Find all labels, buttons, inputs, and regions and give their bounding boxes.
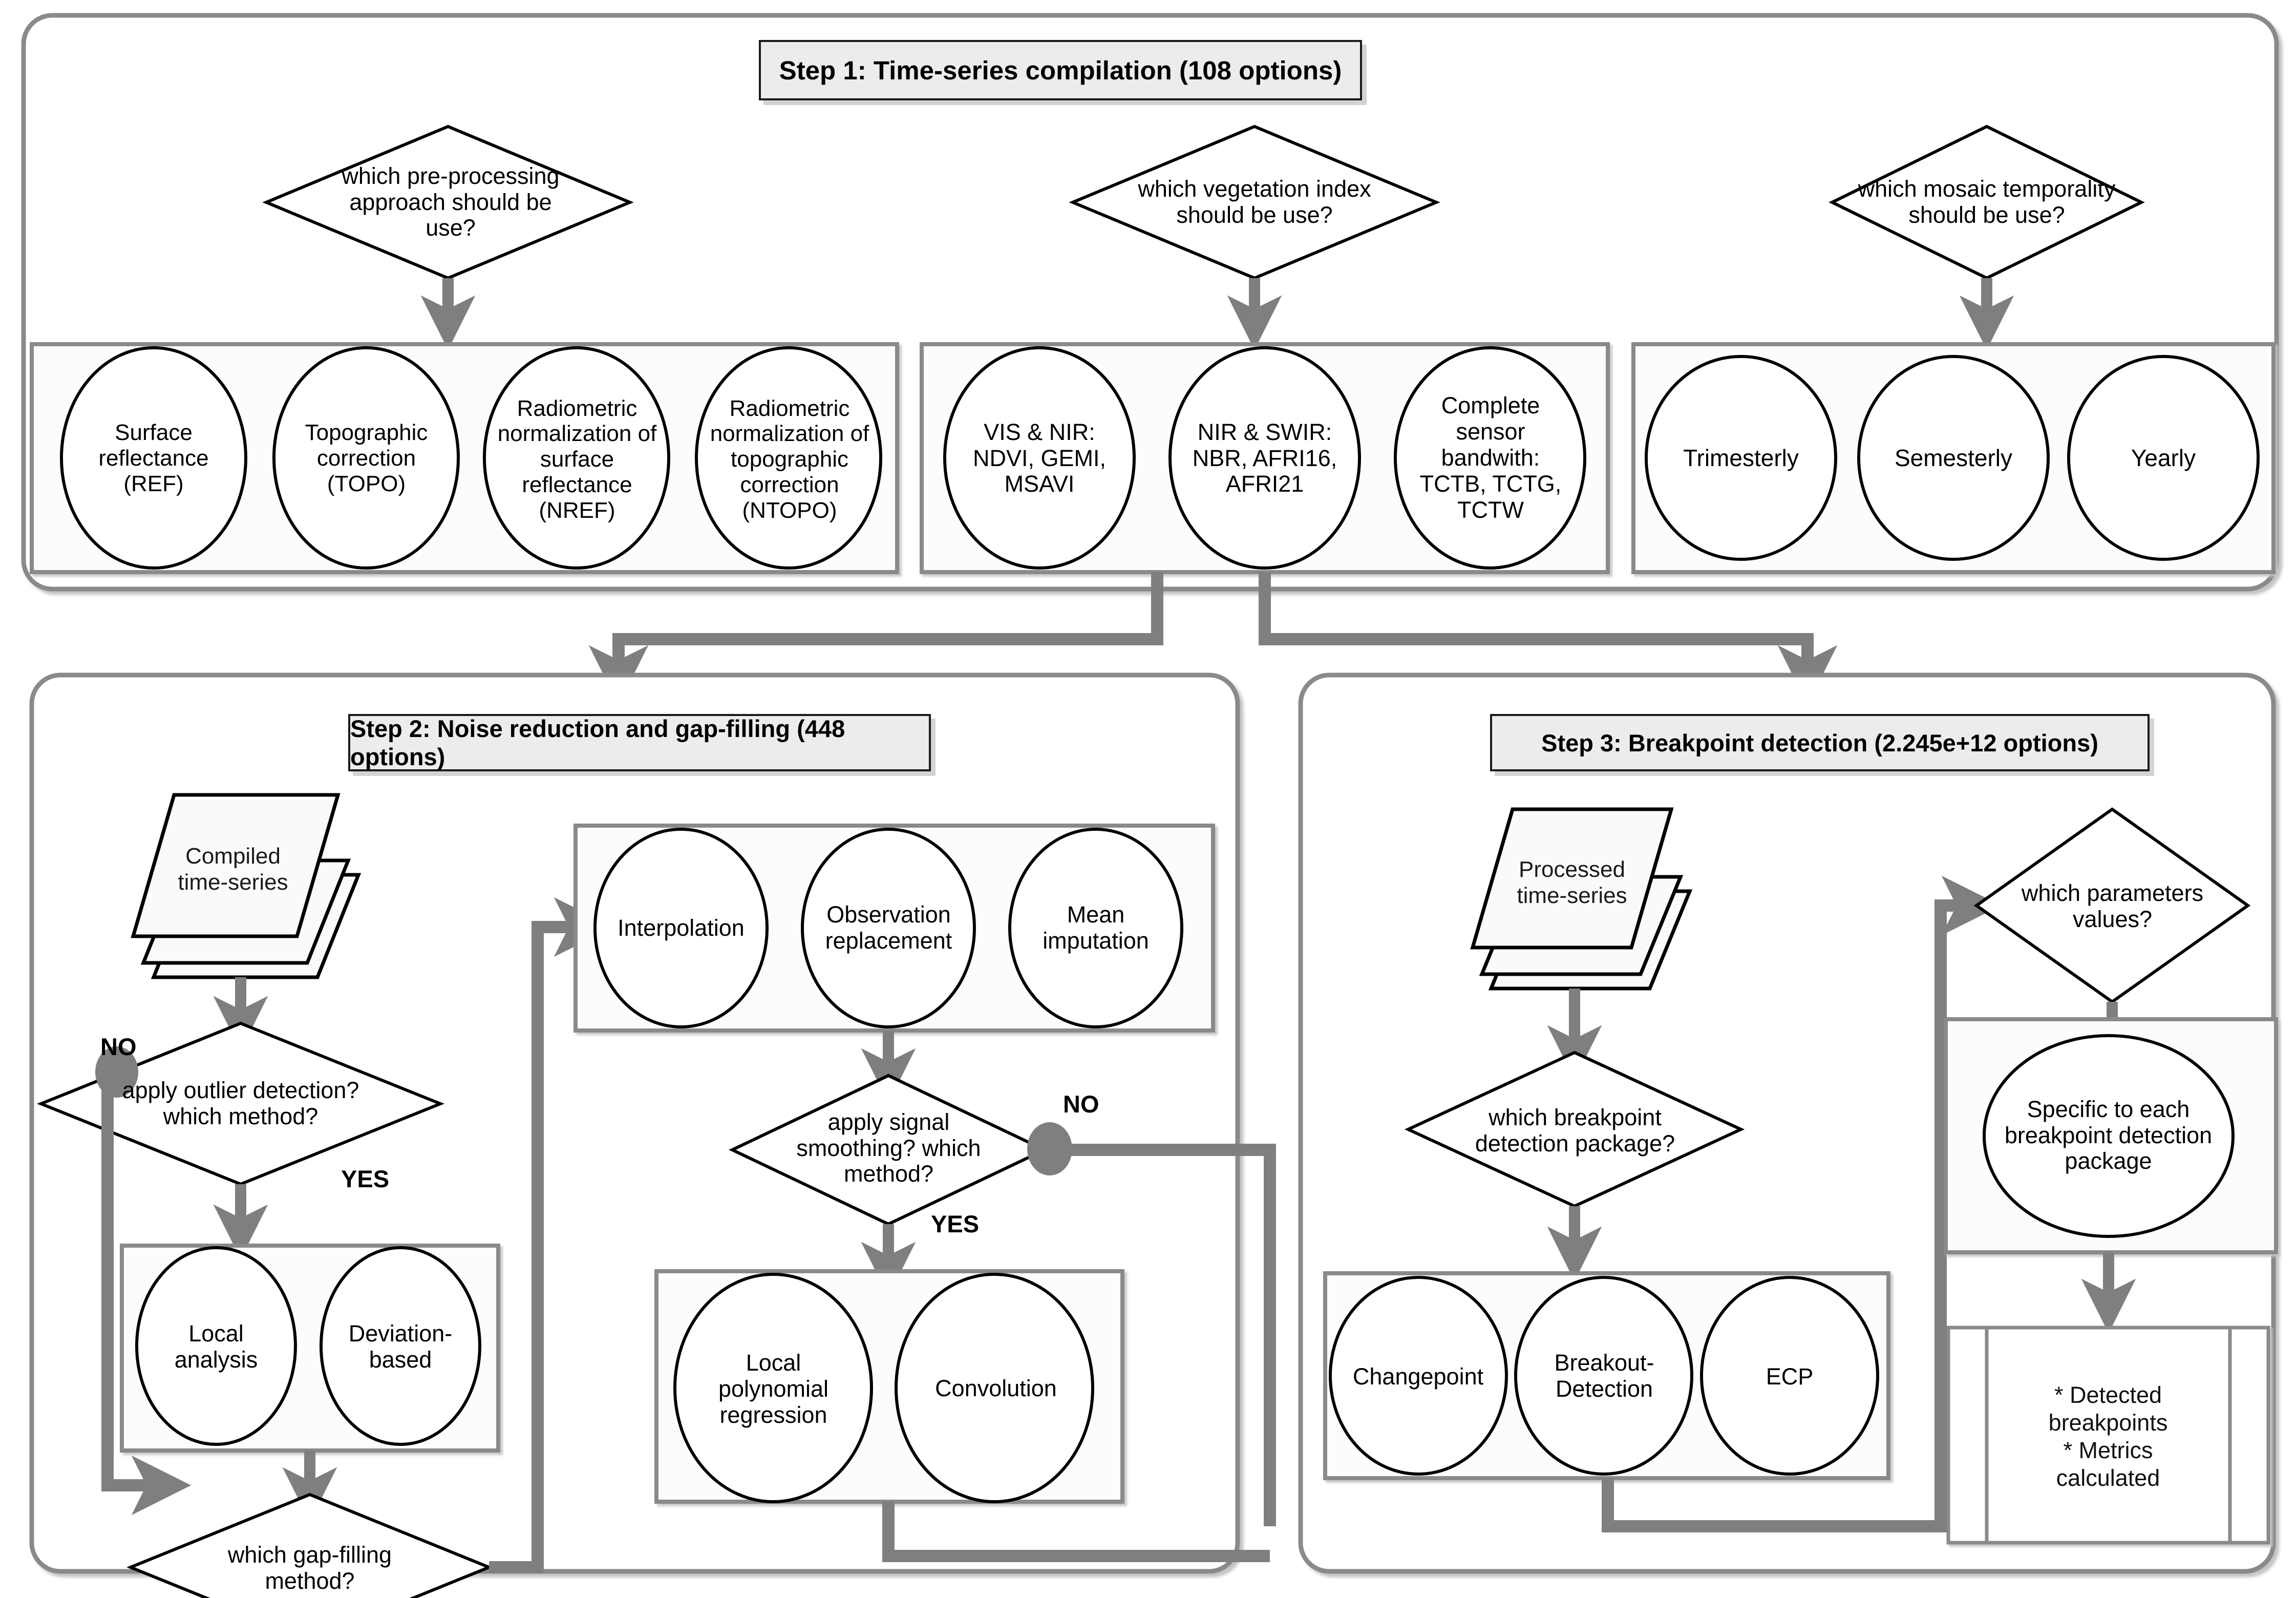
decision-gap-filling-shape — [126, 1492, 493, 1598]
branch-label-smoothing-no: NO — [1063, 1090, 1099, 1118]
branch-label-outlier-yes: YES — [341, 1165, 390, 1192]
connector-smoothing-methods-out — [882, 1502, 1270, 1562]
step3-header-label: Step 3: Breakpoint detection (2.245e+12 … — [1541, 729, 2098, 756]
branch-label-smoothing-yes: YES — [931, 1210, 980, 1237]
ellipse-group-breakpoint-packages — [1329, 1276, 1879, 1476]
connector-step1-to-step2 — [588, 572, 1163, 705]
document-processed-time-series-shape — [1470, 807, 1693, 991]
outputs-line-2: breakpoints — [2048, 1410, 2168, 1436]
document-processed-time-series-label: Processed time-series — [1517, 856, 1627, 908]
step2-header: Step 2: Noise reduction and gap-filling … — [348, 714, 931, 771]
step1-header: Step 1: Time-series compilation (108 opt… — [759, 40, 1362, 100]
connector-step1-to-step3 — [1259, 572, 1838, 705]
outputs-line-3: * Metrics — [2063, 1437, 2153, 1463]
branch-label-outlier-no: NO — [100, 1033, 137, 1060]
document-compiled-time-series-shape — [131, 793, 362, 979]
step2-header-label: Step 2: Noise reduction and gap-filling … — [350, 715, 845, 770]
connector-gapfilling-to-methods — [489, 897, 614, 1573]
outputs-line-1: * Detected — [2054, 1382, 2162, 1408]
step1-header-label: Step 1: Time-series compilation (108 opt… — [779, 55, 1342, 85]
ellipse-specific-package-parameters — [1983, 1034, 2235, 1238]
ellipse-group-mosaic-temporality — [1645, 355, 2260, 561]
step3-header: Step 3: Breakpoint detection (2.245e+12 … — [1490, 714, 2150, 771]
connector-outlier-no — [95, 1046, 192, 1516]
document-compiled-time-series-label: Compiled time-series — [178, 843, 288, 895]
ellipse-group-vegetation-index — [943, 346, 1586, 570]
ellipse-group-gap-filling-methods — [593, 828, 1183, 1028]
ellipse-group-smoothing-methods — [673, 1273, 1094, 1503]
outputs-line-4: calculated — [2056, 1465, 2160, 1491]
connector-packages-to-parameters — [1602, 875, 2002, 1532]
connector-smoothing-no — [1027, 1122, 1276, 1526]
outputs-box-shape — [1946, 1326, 2270, 1545]
ellipse-group-outlier-methods — [135, 1246, 481, 1446]
outputs-label: * Detected breakpoints * Metrics calcula… — [1993, 1357, 2223, 1516]
ellipse-group-preprocessing — [60, 346, 882, 570]
